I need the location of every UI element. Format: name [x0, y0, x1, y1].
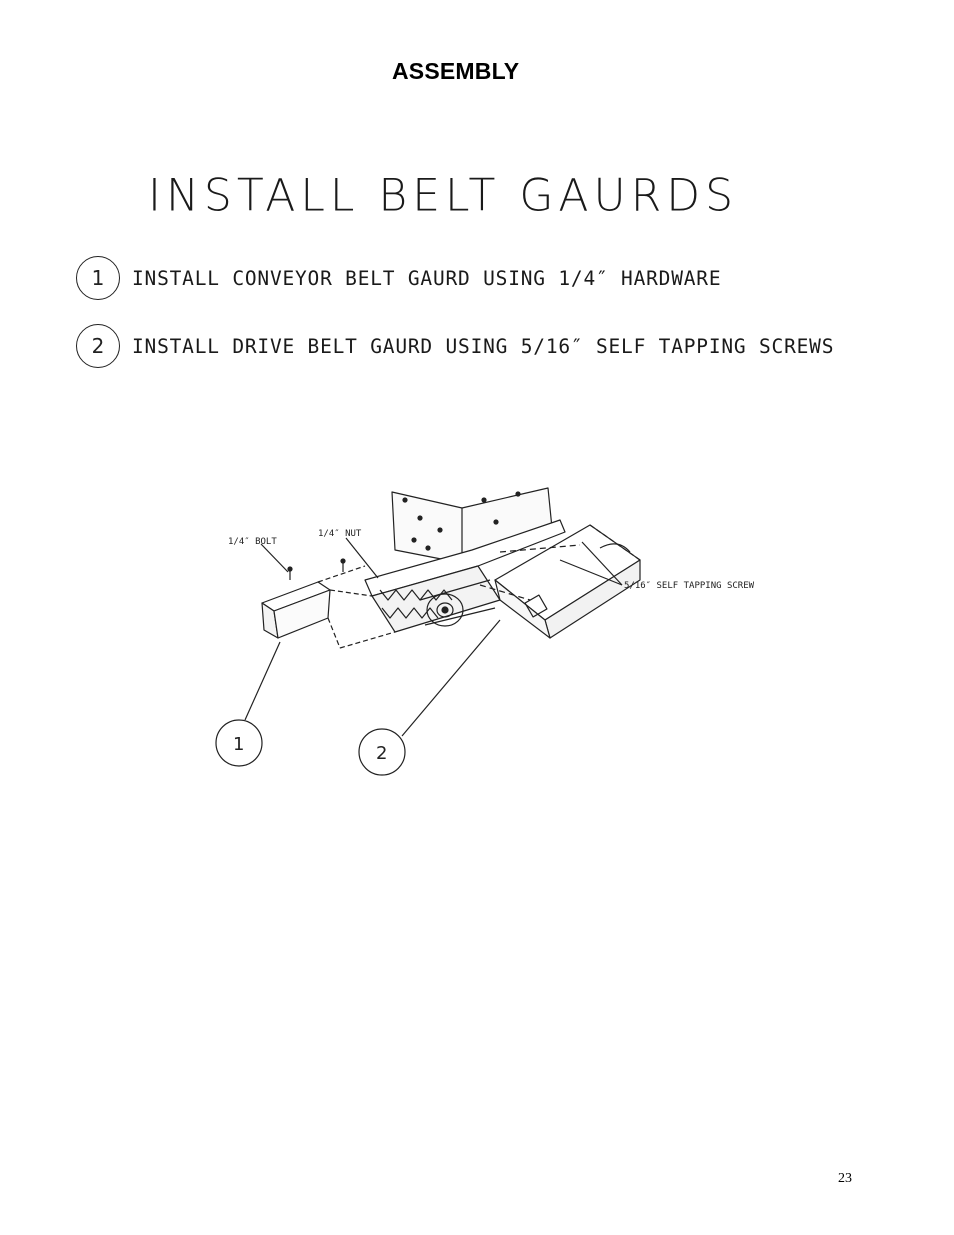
callout-screw-label: 5/16″ SELF TAPPING SCREW [624, 581, 755, 591]
drive-pulley-illustration [419, 579, 496, 627]
step-number-balloon: 1 [76, 256, 120, 300]
page-number: 23 [838, 1171, 852, 1186]
part-balloon-2: 2 [358, 728, 406, 776]
section-heading: ASSEMBLY [392, 58, 520, 84]
step-text: INSTALL DRIVE BELT GAURD USING 5/16″ SEL… [132, 334, 835, 358]
callout-nut-label: 1/4″ NUT [318, 529, 362, 539]
belt-guard-assembly-diagram: 1/4″ BOLT 1/4″ NUT 5/16″ SELF TAPPING SC… [215, 487, 755, 776]
bolt-hardware-icon [287, 558, 346, 580]
balloon-number: 2 [376, 743, 387, 764]
conveyor-belt-guard-illustration [261, 565, 396, 649]
balloon-number: 1 [233, 734, 244, 755]
callout-bolt-label: 1/4″ BOLT [228, 537, 277, 547]
step-text: INSTALL CONVEYOR BELT GAURD USING 1/4″ H… [132, 266, 722, 290]
step-number-balloon: 2 [76, 324, 120, 368]
instruction-step-2: 2 INSTALL DRIVE BELT GAURD USING 5/16″ S… [76, 322, 834, 370]
drawing-title: INSTALL BELT GAURDS [148, 169, 739, 222]
instruction-step-1: 1 INSTALL CONVEYOR BELT GAURD USING 1/4″… [76, 254, 721, 302]
part-balloon-1: 1 [215, 719, 263, 767]
